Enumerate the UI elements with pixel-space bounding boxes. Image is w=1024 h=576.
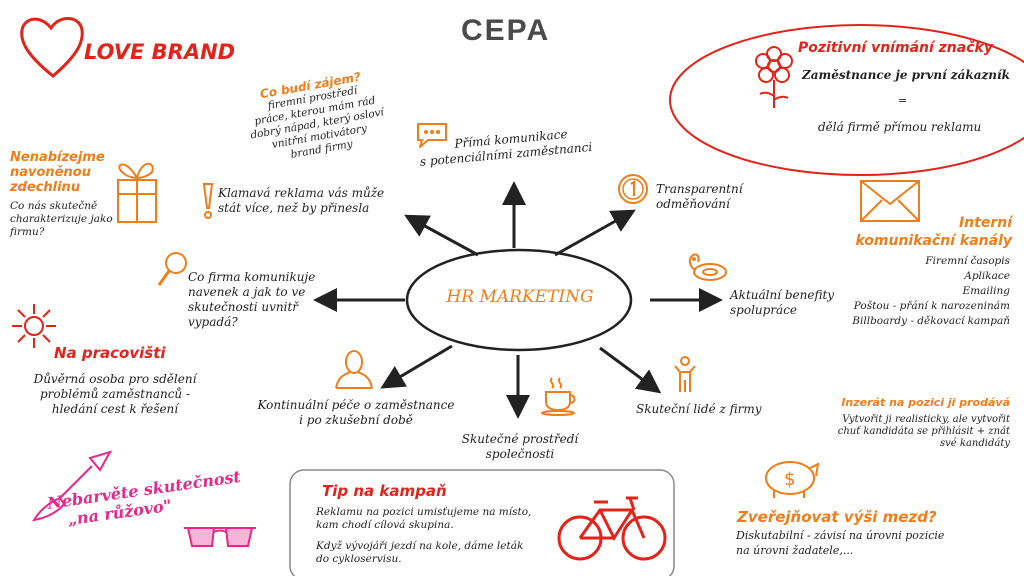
benefits-line: Aktuální benefity bbox=[730, 288, 835, 302]
positive-line1: Zaměstnance je první zákazník bbox=[802, 68, 1010, 82]
care-line: i po zkušební době bbox=[299, 413, 413, 427]
breathing-text-line: charakterizuje jako bbox=[10, 213, 113, 225]
envelope-icon bbox=[860, 180, 920, 222]
salary-line: Diskutabilní - závisí na úrovni pozicie bbox=[736, 529, 945, 542]
piggy-bank-icon: $ bbox=[765, 461, 820, 498]
transparent-line: Transparentní bbox=[656, 182, 743, 196]
workplace-line: hledání cest k řešení bbox=[51, 402, 179, 416]
outward-line: navenek a jak to ve bbox=[188, 285, 306, 299]
arrow-real-people bbox=[599, 346, 662, 394]
tip-p2: Když vývojáři jezdí na kole, dáme leták … bbox=[316, 540, 523, 566]
positive-eq: = bbox=[898, 94, 908, 107]
arrow-deceptive bbox=[404, 214, 479, 257]
tip-line: kam chodí cílová skupina. bbox=[316, 519, 454, 531]
internal-list: Firemní časopis Aplikace Emailing Poštou… bbox=[820, 254, 1010, 329]
gift-icon bbox=[117, 162, 157, 223]
ad-sells-title: Inzerát na pozici ji prodává bbox=[841, 396, 1010, 409]
positive-title: Pozitivní vnímání značky bbox=[798, 40, 993, 56]
transparent-text: Transparentní odměňování bbox=[656, 182, 743, 212]
paintbrush-icon bbox=[32, 450, 113, 522]
salary-line: na úrovni žadatele,... bbox=[736, 544, 854, 557]
breathing-title-line: Nenabízejme bbox=[10, 150, 105, 165]
love-brand-title: LOVE BRAND bbox=[84, 40, 236, 64]
breathing-text-line: Co nás skutečně bbox=[10, 200, 98, 212]
care-line: Kontinuální péče o zaměstnance bbox=[257, 398, 455, 412]
outward-line: Co firma komunikuje bbox=[188, 270, 316, 284]
real-people-text: Skuteční lidé z firmy bbox=[636, 402, 762, 416]
breathing-title-line: zdechlinu bbox=[10, 180, 81, 195]
person-icon bbox=[335, 350, 373, 389]
internal-item: Billboardy - děkovací kampaň bbox=[852, 315, 1010, 327]
ad-sells-text: Vytvořit ji realisticky, ale vytvořit ch… bbox=[786, 414, 1010, 450]
deceptive-text: Klamavá reklama vás může stát více, než … bbox=[218, 186, 384, 216]
coin-icon bbox=[618, 174, 648, 204]
arrow-transparent bbox=[554, 209, 636, 257]
positive-line2: dělá firmě přímou reklamu bbox=[818, 120, 982, 134]
workplace-text: Důvěrná osoba pro sdělení problémů zaměs… bbox=[10, 372, 220, 417]
logo: CEPA bbox=[461, 14, 551, 47]
ad-sells-line: chuť kandidáta se přihlásit + znát bbox=[837, 426, 1010, 437]
tip-p1: Reklamu na pozici umisťujeme na místo, k… bbox=[316, 506, 531, 532]
salary-title: Zveřejňovat výši mezd? bbox=[737, 508, 937, 526]
breathing-title: Nenabízejme navoněnou zdechlinu bbox=[10, 150, 105, 195]
internal-title-line: komunikační kanály bbox=[855, 233, 1012, 249]
coffee-cup-icon bbox=[541, 377, 576, 416]
workplace-line: Důvěrná osoba pro sdělení bbox=[33, 372, 197, 386]
breathing-text-line: firmu? bbox=[10, 226, 45, 238]
center-label: HR MARKETING bbox=[446, 287, 594, 307]
tip-title: Tip na kampaň bbox=[322, 482, 447, 500]
internal-item: Firemní časopis bbox=[925, 255, 1010, 267]
deceptive-line: stát více, než by přinesla bbox=[218, 201, 370, 215]
transparent-line: odměňování bbox=[656, 197, 730, 211]
tip-line: Reklamu na pozici umisťujeme na místo, bbox=[316, 506, 532, 518]
deceptive-line: Klamavá reklama vás může bbox=[218, 186, 385, 200]
sun-burst-icon bbox=[12, 304, 56, 348]
reality-line: Skutečné prostředí bbox=[461, 432, 579, 446]
bicycle-icon bbox=[557, 496, 667, 561]
positive-ellipse bbox=[669, 24, 1024, 176]
internal-item: Poštou - přání k narozeninám bbox=[853, 300, 1010, 312]
care-text: Kontinuální péče o zaměstnance i po zkuš… bbox=[256, 398, 456, 428]
arrow-care bbox=[380, 344, 453, 389]
tip-line: do cykloservisu. bbox=[316, 553, 402, 565]
reality-text: Skutečné prostředí společnosti bbox=[450, 432, 590, 462]
exclamation-icon bbox=[202, 183, 214, 219]
standing-person-icon bbox=[674, 356, 696, 392]
sunglasses-icon bbox=[184, 527, 256, 547]
salary-text: Diskutabilní - závisí na úrovni pozicie … bbox=[736, 528, 944, 558]
benefits-text: Aktuální benefity spolupráce bbox=[730, 288, 834, 318]
benefits-line: spolupráce bbox=[730, 303, 798, 317]
tip-line: Když vývojáři jezdí na kole, dáme leták bbox=[316, 540, 524, 552]
svg-text:$: $ bbox=[784, 469, 795, 490]
reality-line: společnosti bbox=[485, 447, 555, 461]
tip-box bbox=[289, 469, 675, 576]
heart-icon bbox=[20, 17, 84, 78]
internal-item: Aplikace bbox=[964, 270, 1010, 282]
speech-bubble-icon bbox=[417, 123, 447, 148]
internal-item: Emailing bbox=[962, 285, 1010, 297]
flower-icon bbox=[755, 46, 793, 108]
magnifier-icon bbox=[157, 252, 187, 286]
ad-sells-line: Vytvořit ji realisticky, ale vytvořit bbox=[842, 414, 1010, 425]
ad-sells-line: své kandidáty bbox=[940, 438, 1010, 449]
breathing-title-line: navoněnou bbox=[10, 165, 91, 180]
workplace-line: problémů zaměstnanců - bbox=[39, 387, 191, 401]
swim-ring-icon bbox=[688, 253, 727, 281]
breathing-text: Co nás skutečně charakterizuje jako firm… bbox=[10, 200, 113, 239]
outward-line: skutečnosti uvnitř bbox=[188, 300, 299, 314]
internal-title: Interní komunikační kanály bbox=[830, 214, 1012, 250]
center-ellipse bbox=[405, 248, 633, 352]
internal-title-line: Interní bbox=[958, 215, 1012, 231]
outward-text: Co firma komunikuje navenek a jak to ve … bbox=[188, 270, 315, 330]
workplace-title: Na pracovišti bbox=[54, 344, 166, 362]
outward-line: vypadá? bbox=[188, 315, 238, 329]
